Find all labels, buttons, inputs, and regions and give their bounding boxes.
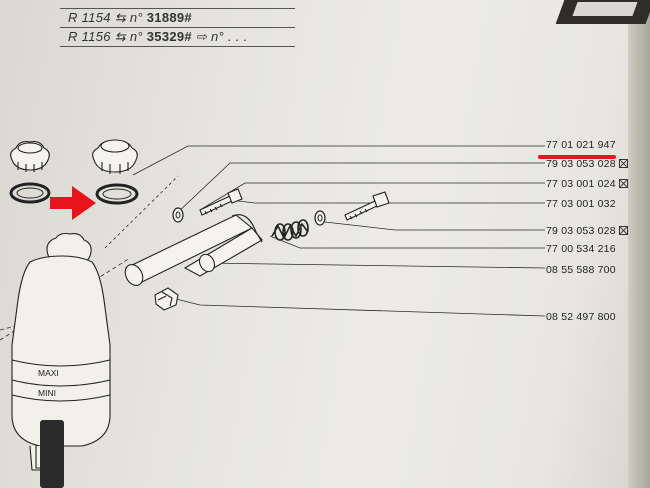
bolt-1 [199,188,243,216]
header-row-1: R 1154 ⇆ n° 31889# [68,10,192,26]
crossed-box-icon [618,179,628,188]
leader-line-1 [132,145,545,176]
crossed-box-icon [618,159,628,168]
header-num-2: 35329# [146,29,192,44]
header-tail-2: n° . . . [211,29,248,44]
part-number-5: 79 03 053 028 [546,225,628,237]
header-model-2: R 1156 [68,29,111,44]
header-rule-mid [60,27,295,28]
header-rule-top [60,8,295,9]
crossed-box-icon [618,226,628,235]
filter-assembly [124,214,263,286]
spring [271,219,309,241]
part-number-6: 77 00 534 216 [546,243,616,255]
header-prefix-1: n° [129,10,143,25]
seal-ring-right [95,183,139,205]
fluid-reservoir [11,232,111,471]
tank-label-maxi: MAXI [38,368,59,378]
part-number-7: 08 55 588 700 [546,264,616,276]
header-num-1: 31889# [146,10,192,25]
washer-2 [314,210,326,226]
header-rule-bottom [60,46,295,47]
part-number-3: 77 03 001 024 [546,178,628,190]
bolt-2 [344,191,390,221]
double-arrow-icon: ⇆ [114,29,126,44]
filler-cap-right [92,139,138,174]
right-arrow-icon: ⇨ [195,29,208,44]
washer-1 [172,207,184,223]
part-number-2: 79 03 053 028 [546,158,628,170]
double-arrow-icon: ⇆ [114,10,126,25]
part-number-4: 77 03 001 032 [546,198,616,210]
book-edge [628,0,650,488]
seal-ring-left [9,182,51,204]
part-number-1: 77 01 021 947 [546,139,616,151]
tank-label-mini: MINI [38,388,56,398]
retaining-clip [154,287,179,311]
header-row-2: R 1156 ⇆ n° 35329# ⇨ n° . . . [68,29,248,45]
header-model-1: R 1154 [68,10,111,25]
part-number-8: 08 52 497 800 [546,311,616,323]
header-prefix-2: n° [129,29,143,44]
red-arrow-icon [50,186,96,220]
reservoir-fitting [40,420,64,488]
filler-cap-left [10,141,50,172]
